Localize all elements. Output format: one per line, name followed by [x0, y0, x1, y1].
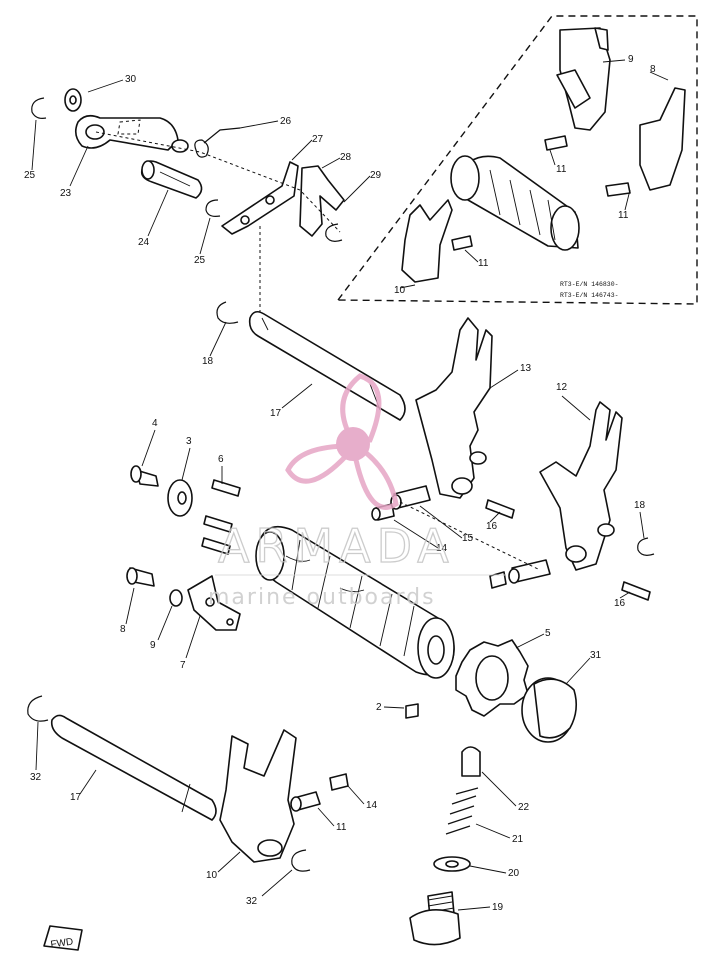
shift-drum [255, 525, 455, 679]
pins-6 [201, 479, 241, 555]
callout-10: 10 [206, 870, 218, 881]
shift-fork-12 [539, 401, 623, 571]
callout-14-mid: 14 [436, 543, 448, 554]
washer-3 [167, 479, 193, 517]
callout-16-right: 16 [614, 598, 626, 609]
callout-32-left: 32 [30, 772, 42, 783]
inset-callout-11a: 11 [556, 164, 567, 175]
inset-callout-8: 8 [650, 64, 656, 75]
inset-note-line2: RT3-E/N 146743- [560, 292, 619, 299]
linkage-group [31, 88, 345, 330]
watermark-tagline: marine outboards [208, 585, 436, 610]
stopper-assembly [409, 746, 481, 946]
callout-31: 31 [590, 650, 602, 661]
callout-12: 12 [556, 382, 568, 393]
callout-13: 13 [520, 363, 532, 374]
shift-fork-10 [219, 729, 297, 863]
callout-5: 5 [545, 628, 551, 639]
callout-9: 9 [150, 640, 156, 651]
bolt-4 [130, 465, 159, 487]
lower-shift-shaft [27, 695, 217, 821]
callout-30: 30 [125, 74, 137, 85]
inset-note-line1: RT3-E/N 146830- [560, 281, 619, 288]
callout-24: 24 [138, 237, 150, 248]
callout-4: 4 [152, 418, 158, 429]
callout-22: 22 [518, 802, 530, 813]
callout-6: 6 [218, 454, 224, 465]
watermark-brand: ARMADA [218, 519, 455, 573]
callout-19: 19 [492, 902, 504, 913]
callout-14-bottom: 14 [366, 800, 378, 811]
shift-fork-13 [415, 317, 493, 499]
callout-26: 26 [280, 116, 292, 127]
pin-2 [405, 703, 419, 719]
propeller-logo-icon [285, 373, 399, 510]
callout-20: 20 [508, 868, 520, 879]
callout-16-mid: 16 [486, 521, 498, 532]
callout-17-top: 17 [270, 408, 282, 419]
callout-3: 3 [186, 436, 192, 447]
callout-18-top: 18 [202, 356, 214, 367]
inset-callout-11c: 11 [478, 258, 489, 269]
front-direction-marker: FWD [43, 925, 83, 951]
callout-29: 29 [370, 170, 382, 181]
callout-2: 2 [376, 702, 382, 713]
callout-18-right: 18 [634, 500, 646, 511]
segment-5 [455, 639, 529, 717]
inset-callout-10: 10 [394, 285, 406, 296]
front-marker-label: FWD [50, 937, 74, 951]
callout-21: 21 [512, 834, 524, 845]
inset-callout-11b: 11 [618, 210, 629, 221]
callout-15: 15 [462, 533, 474, 544]
stopper-group [126, 567, 241, 631]
callout-25-mid: 25 [194, 255, 206, 266]
callout-23: 23 [60, 188, 72, 199]
inset-variant-box [336, 15, 698, 305]
callout-25-top: 25 [24, 170, 36, 181]
callout-27: 27 [312, 134, 324, 145]
callout-7: 7 [180, 660, 186, 671]
cover-31 [521, 677, 578, 743]
callout-8: 8 [120, 624, 126, 635]
callout-11: 11 [336, 822, 347, 833]
inset-callout-9: 9 [628, 54, 634, 65]
armada-watermark: ARMADA marine outboards [208, 373, 505, 610]
callout-17-bottom: 17 [70, 792, 82, 803]
callout-28: 28 [340, 152, 352, 163]
callout-32-bottom: 32 [246, 896, 258, 907]
